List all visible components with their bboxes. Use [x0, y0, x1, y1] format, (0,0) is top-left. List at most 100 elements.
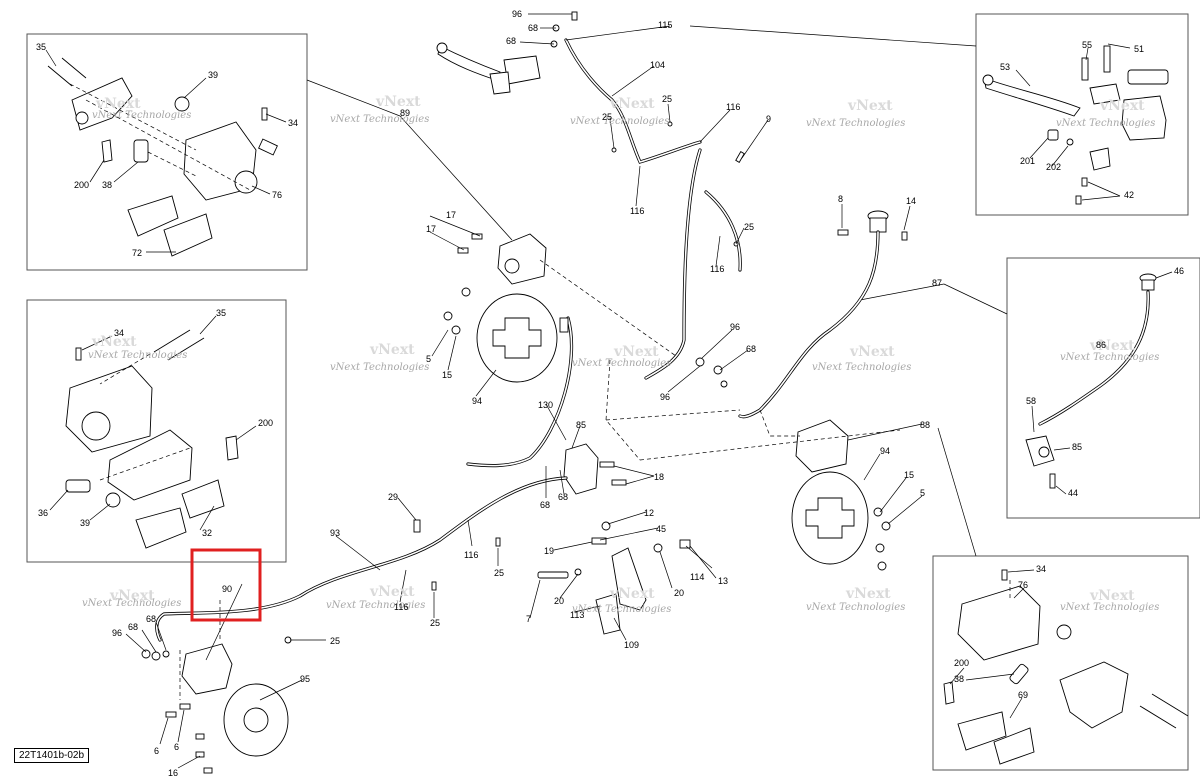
callout: 116: [464, 550, 478, 560]
callout: 115: [658, 20, 672, 30]
callout: 18: [654, 472, 664, 482]
callout: 90: [222, 584, 232, 594]
rear-master-cylinder: [563, 443, 599, 495]
highlight-box: [190, 548, 262, 622]
inset-front-caliper-left: [26, 33, 308, 271]
callout: 42: [1124, 190, 1134, 200]
svg-text:vNext Technologies: vNext Technologies: [92, 110, 191, 121]
svg-text:vNext: vNext: [91, 334, 137, 350]
brake-hoses: [155, 38, 880, 642]
svg-text:vNext: vNext: [847, 98, 893, 114]
svg-text:vNext Technologies: vNext Technologies: [1056, 118, 1155, 129]
svg-text:vNext: vNext: [1089, 588, 1135, 604]
callout: 58: [1026, 396, 1036, 406]
callout: 96: [512, 9, 522, 19]
callout: 76: [1018, 580, 1028, 590]
reference-code: 22T1401b-02b: [14, 748, 90, 763]
callout: 25: [330, 636, 340, 646]
svg-text:vNext Technologies: vNext Technologies: [326, 600, 425, 611]
callout: 68: [528, 23, 538, 33]
callout: 51: [1134, 44, 1144, 54]
callout: 104: [650, 60, 665, 70]
callout: 96: [660, 392, 670, 402]
callout: 15: [442, 370, 452, 380]
callout: 114: [690, 572, 704, 582]
callout: 94: [472, 396, 482, 406]
front-left-caliper: [497, 233, 547, 285]
svg-text:vNext Technologies: vNext Technologies: [82, 598, 181, 609]
callout: 201: [1020, 156, 1035, 166]
callout: 19: [544, 546, 554, 556]
callout: 89: [400, 108, 410, 118]
callout: 7: [526, 614, 531, 624]
svg-text:vNext Technologies: vNext Technologies: [88, 350, 187, 361]
callout: 44: [1068, 488, 1078, 498]
svg-text:vNext Technologies: vNext Technologies: [570, 116, 669, 127]
callout: 8: [838, 194, 843, 204]
callout: 9: [766, 114, 771, 124]
inset-leader-lines: [45, 43, 1173, 719]
callout: 29: [388, 492, 398, 502]
brake-pedal: [537, 547, 647, 635]
callout: 38: [102, 180, 112, 190]
callout: 85: [576, 420, 586, 430]
callout: 86: [1096, 340, 1106, 350]
svg-text:vNext: vNext: [95, 96, 141, 112]
callout: 95: [300, 674, 310, 684]
assembly-lines: [179, 259, 901, 700]
callout: 68: [506, 36, 516, 46]
inset-rear-caliper-assembly: [932, 555, 1189, 771]
svg-text:vNext Technologies: vNext Technologies: [806, 118, 905, 129]
callout: 68: [128, 622, 138, 632]
callout: 20: [674, 588, 684, 598]
svg-text:vNext: vNext: [109, 588, 155, 604]
callout: 69: [1018, 690, 1028, 700]
callout: 20: [554, 596, 564, 606]
callout: 34: [288, 118, 298, 128]
callout: 68: [540, 500, 550, 510]
callout: 116: [630, 206, 644, 216]
svg-text:vNext Technologies: vNext Technologies: [330, 114, 429, 125]
callout-labels: 96 68 68 115 104 25 25 116 116 9 89 17 1…: [36, 9, 1184, 778]
svg-text:vNext Technologies: vNext Technologies: [572, 358, 671, 369]
svg-text:vNext: vNext: [845, 586, 891, 602]
svg-text:vNext: vNext: [609, 586, 655, 602]
callout: 88: [920, 420, 930, 430]
callout: 13: [718, 576, 728, 586]
leader-lines: [125, 13, 923, 769]
callout: 93: [330, 528, 340, 538]
callout: 6: [174, 742, 179, 752]
callout: 25: [602, 112, 612, 122]
callout: 25: [430, 618, 440, 628]
svg-text:vNext Technologies: vNext Technologies: [572, 604, 671, 615]
inset-front-caliper-right-bottom: [26, 299, 287, 563]
callout: 96: [730, 322, 740, 332]
inset-hand-brake-lever: [975, 13, 1189, 216]
callout: 113: [570, 610, 584, 620]
callout: 25: [494, 568, 504, 578]
inset-reservoir-assembly: [1006, 257, 1200, 519]
callout: 15: [904, 470, 914, 480]
callout: 25: [662, 94, 672, 104]
callout: 35: [36, 42, 46, 52]
svg-text:vNext: vNext: [1099, 98, 1145, 114]
callout: 46: [1174, 266, 1184, 276]
rear-disc: [223, 683, 289, 757]
callout: 87: [932, 278, 942, 288]
callout: 39: [208, 70, 218, 80]
callout: 68: [558, 492, 568, 502]
callout: 55: [1082, 40, 1092, 50]
svg-text:vNext Technologies: vNext Technologies: [1060, 602, 1159, 613]
svg-text:vNext: vNext: [613, 344, 659, 360]
svg-text:vNext: vNext: [375, 94, 421, 110]
callout: 53: [1000, 62, 1010, 72]
callout: 68: [746, 344, 756, 354]
front-right-caliper: [795, 419, 849, 473]
watermarks: vNext vNext Technologies vNext vNext Tec…: [82, 94, 1159, 615]
callout: 72: [132, 248, 142, 258]
callout: 68: [146, 614, 156, 624]
callout: 6: [154, 746, 159, 756]
svg-text:vNext: vNext: [369, 342, 415, 358]
